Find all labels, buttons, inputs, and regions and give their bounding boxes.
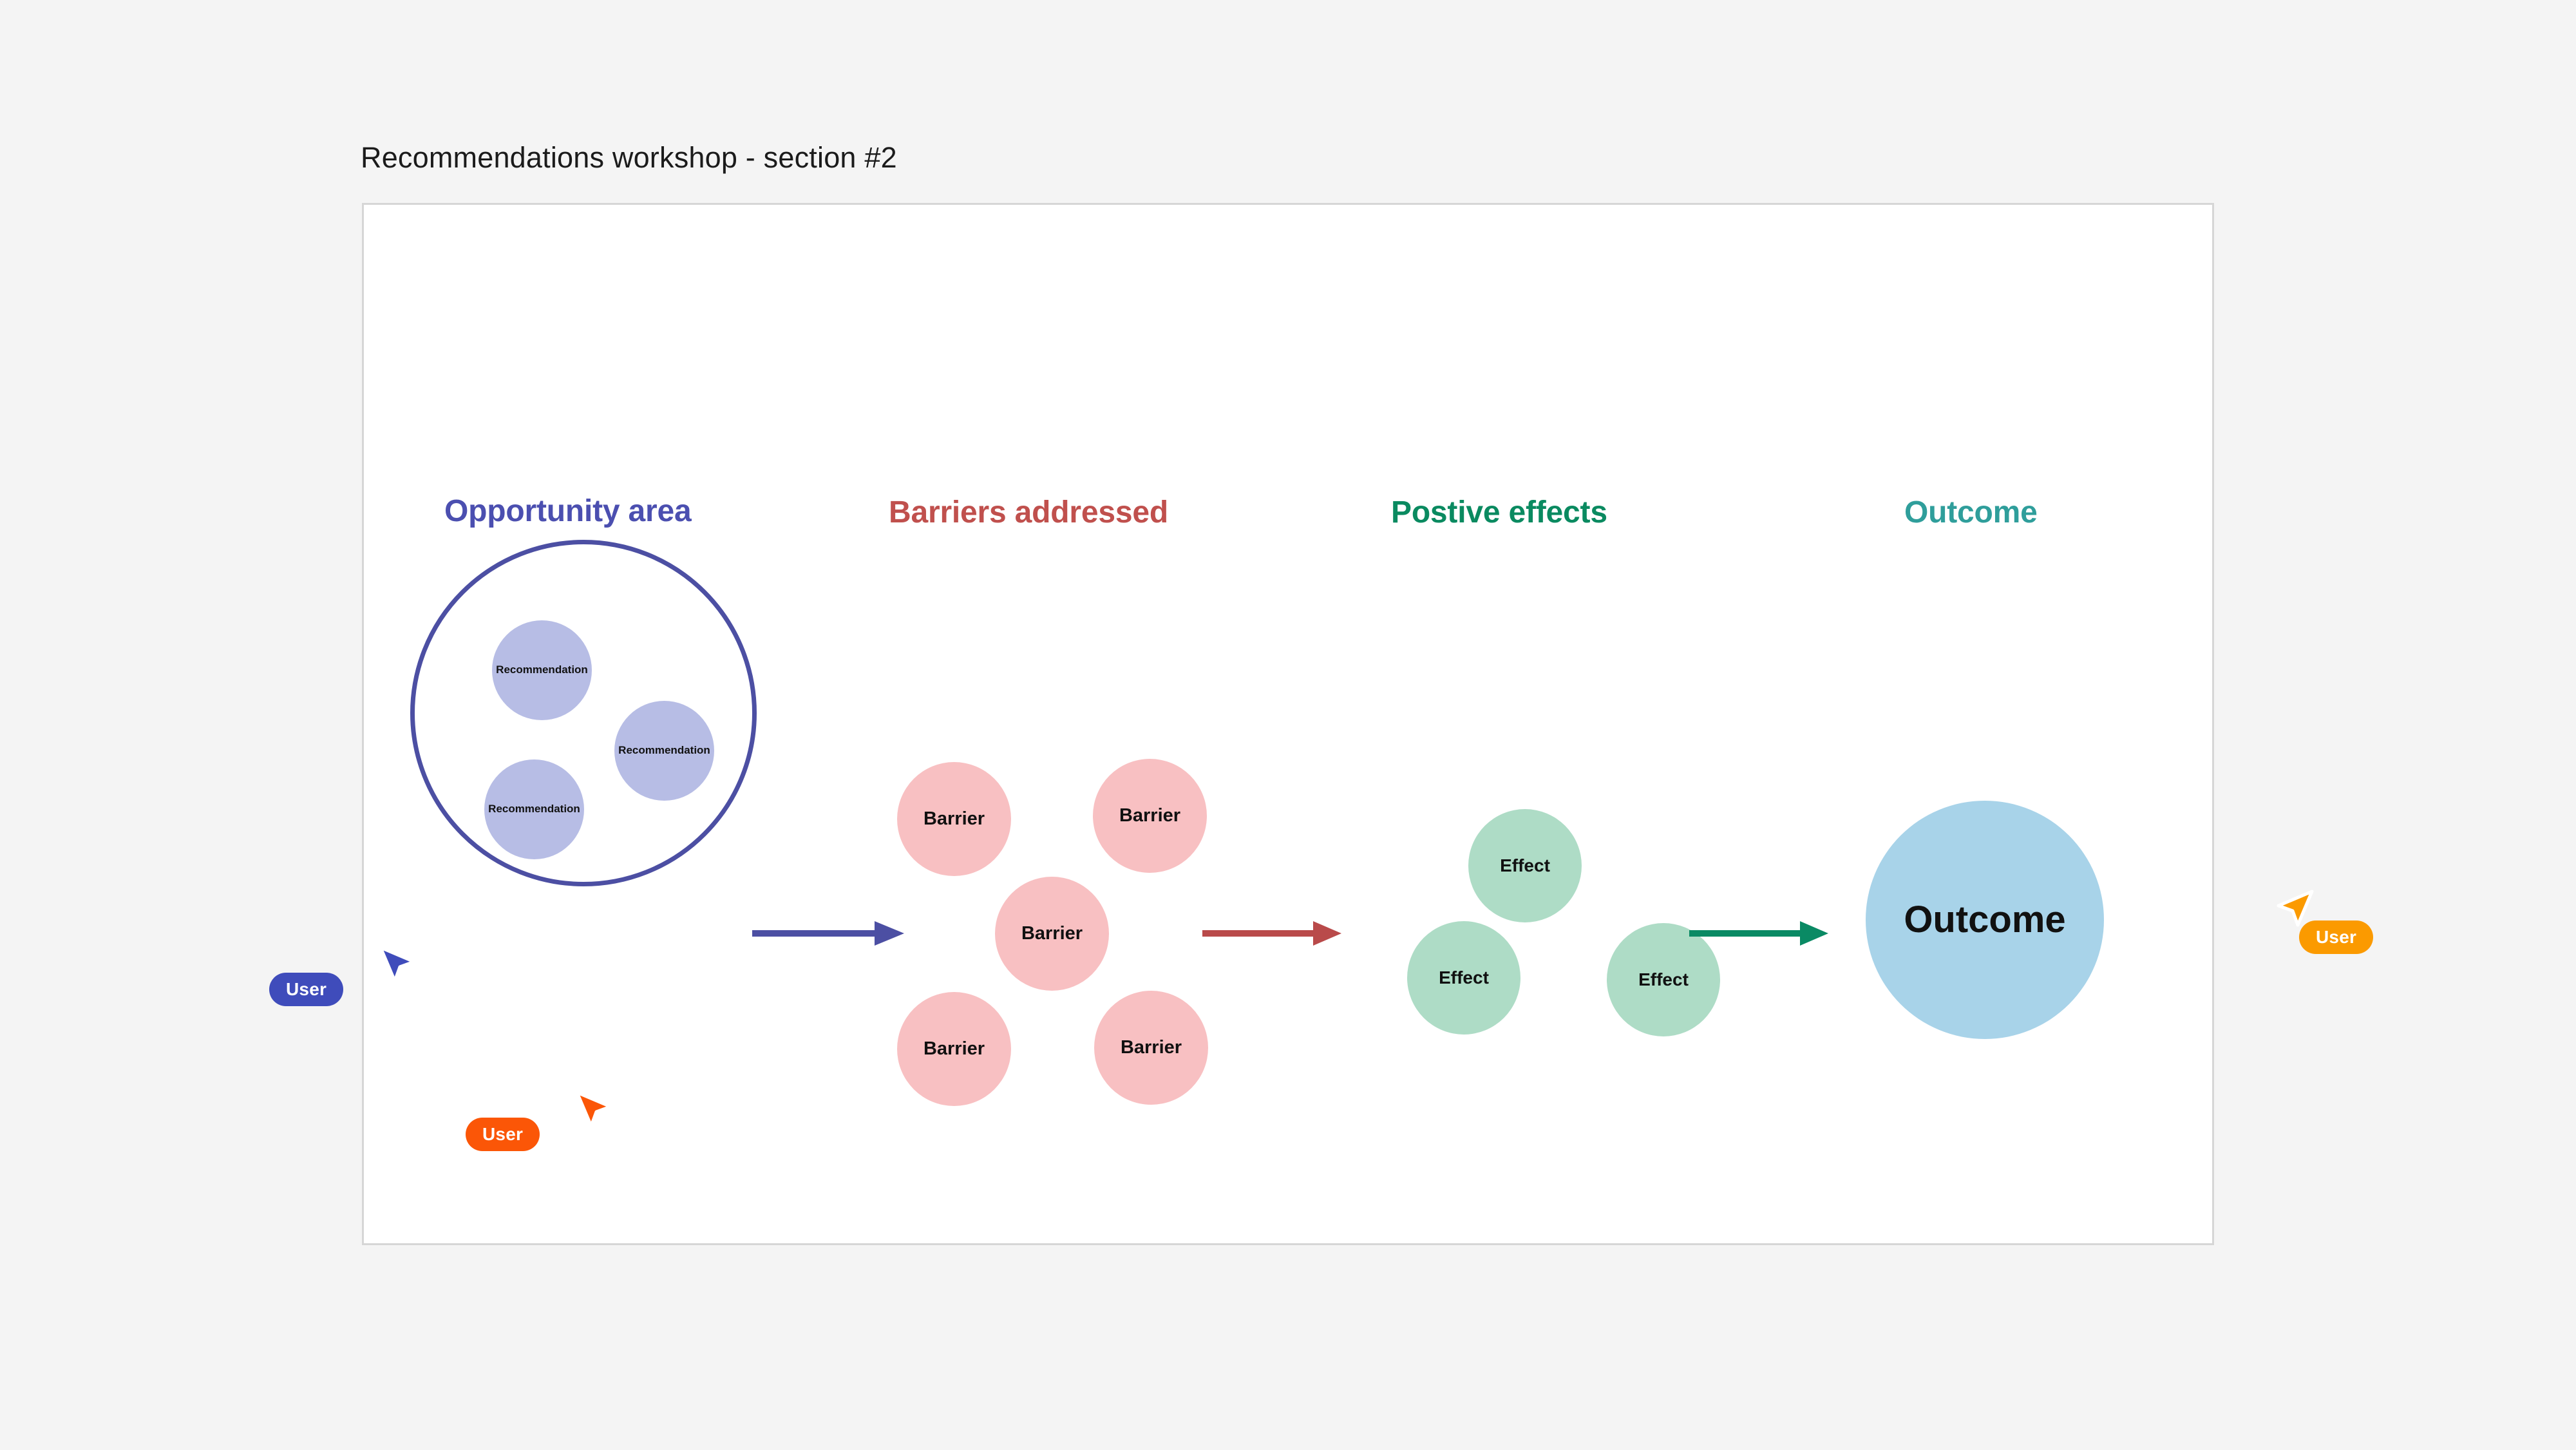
outcome-node-label: Outcome — [1904, 899, 2066, 941]
outcome-node[interactable]: Outcome — [1866, 801, 2104, 1039]
column-heading-effects: Postive effects — [1391, 495, 1607, 529]
barrier-node-3-label: Barrier — [1021, 922, 1083, 944]
cursor-orange-red-label: User — [482, 1124, 524, 1144]
recommendation-node-1-label: Recommendation — [496, 663, 588, 676]
barrier-node-2[interactable]: Barrier — [1093, 759, 1207, 873]
arrow-effects-to-outcome — [1689, 921, 1828, 946]
barrier-node-4-label: Barrier — [923, 1038, 985, 1059]
column-heading-barriers: Barriers addressed — [889, 495, 1168, 529]
barrier-node-1-label: Barrier — [923, 808, 985, 829]
barrier-node-4[interactable]: Barrier — [897, 992, 1011, 1106]
opportunity-area-ring[interactable] — [410, 540, 757, 886]
effect-node-1-label: Effect — [1500, 855, 1550, 875]
board-canvas[interactable]: Opportunity area Barriers addressed Post… — [362, 203, 2374, 1245]
cursor-arrow-icon — [379, 946, 416, 983]
barrier-node-5[interactable]: Barrier — [1094, 991, 1208, 1105]
effect-node-3[interactable]: Effect — [1607, 923, 1720, 1036]
barrier-node-5-label: Barrier — [1120, 1036, 1182, 1058]
recommendation-node-2[interactable]: Recommendation — [614, 701, 714, 801]
cursor-orange-red-chip: User — [466, 1118, 540, 1151]
effect-node-2[interactable]: Effect — [1407, 921, 1520, 1035]
effect-node-3-label: Effect — [1638, 969, 1689, 989]
cursor-amber-label: User — [2316, 927, 2357, 947]
cursor-arrow-icon — [2277, 890, 2314, 927]
recommendation-node-2-label: Recommendation — [618, 744, 710, 757]
barrier-node-2-label: Barrier — [1119, 805, 1181, 826]
cursor-arrow-icon — [575, 1091, 612, 1128]
effect-node-2-label: Effect — [1439, 967, 1489, 987]
recommendation-node-3[interactable]: Recommendation — [484, 759, 584, 859]
recommendation-node-3-label: Recommendation — [488, 803, 580, 816]
barrier-node-1[interactable]: Barrier — [897, 762, 1011, 876]
arrow-barriers-to-effects — [1202, 921, 1341, 946]
cursor-blue-label: User — [286, 979, 327, 999]
column-heading-outcome: Outcome — [1904, 495, 2038, 529]
board-title: Recommendations workshop - section #2 — [361, 141, 897, 174]
cursor-amber-chip: User — [2299, 921, 2374, 954]
cursor-blue-chip: User — [269, 973, 344, 1006]
column-heading-opportunity: Opportunity area — [444, 494, 692, 528]
arrow-opportunity-to-barriers — [752, 921, 904, 946]
effect-node-1[interactable]: Effect — [1468, 809, 1582, 922]
recommendation-node-1[interactable]: Recommendation — [492, 620, 592, 720]
barrier-node-3[interactable]: Barrier — [995, 877, 1109, 991]
